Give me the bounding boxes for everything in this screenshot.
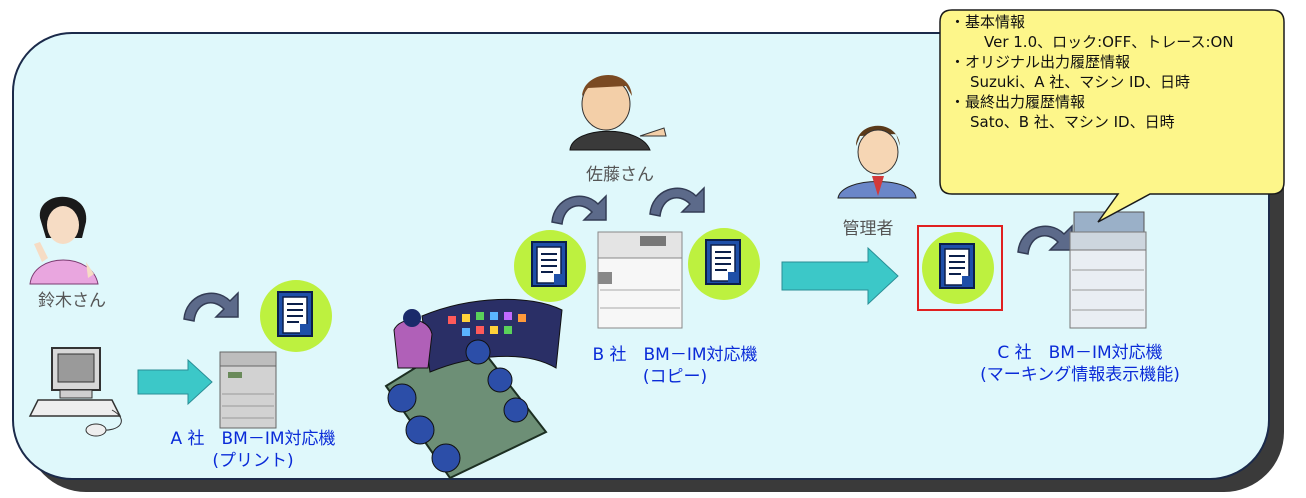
sato-person-icon: [569, 74, 667, 151]
suzuki-person-icon: [29, 196, 99, 285]
printer-a-icon: [219, 351, 277, 429]
info-bubble-text: ・基本情報 Ver 1.0、ロック:OFF、トレース:ON ・オリジナル出力履歴…: [950, 12, 1234, 132]
person-label-admin: 管理者: [842, 219, 894, 239]
meeting-icon: [384, 298, 563, 480]
machine-b-mode: (コピー): [642, 367, 708, 387]
curved-arrow-a: [183, 292, 239, 322]
highlight-box: [917, 225, 1003, 311]
machine-c-name: C 社 BM－IM対応機: [997, 343, 1163, 363]
machine-a-name: A 社 BM－IM対応機: [170, 429, 336, 449]
document-c-icon: [921, 231, 995, 305]
copier-c-icon: [1069, 211, 1147, 329]
curved-arrow-c: [1017, 225, 1073, 255]
machine-c-mode: (マーキング情報表示機能): [980, 365, 1180, 385]
document-b-in-icon: [513, 229, 587, 303]
person-label-suzuki: 鈴木さん: [38, 291, 106, 311]
arrow-b-to-c: [781, 246, 899, 306]
machine-b-name: B 社 BM－IM対応機: [592, 345, 758, 365]
curved-arrow-b-right: [649, 187, 705, 217]
curved-arrow-b-left: [551, 195, 607, 225]
person-label-sato: 佐藤さん: [586, 165, 654, 185]
info-bubble: [939, 9, 1285, 223]
basic-info-heading: ・基本情報: [950, 13, 1026, 31]
original-output-detail: Suzuki、A 社、マシン ID、日時: [970, 73, 1191, 91]
arrow-computer-to-a: [137, 358, 213, 406]
document-b-out-icon: [687, 227, 761, 301]
final-output-detail: Sato、B 社、マシン ID、日時: [970, 113, 1175, 131]
original-output-heading: ・オリジナル出力履歴情報: [950, 53, 1131, 71]
basic-info-detail: Ver 1.0、ロック:OFF、トレース:ON: [984, 33, 1234, 51]
admin-person-icon: [837, 125, 917, 199]
machine-a-mode: (プリント): [212, 451, 294, 471]
computer-icon: [28, 347, 122, 437]
final-output-heading: ・最終出力履歴情報: [950, 93, 1086, 111]
copier-b-icon: [597, 231, 683, 329]
document-a-icon: [259, 279, 333, 353]
